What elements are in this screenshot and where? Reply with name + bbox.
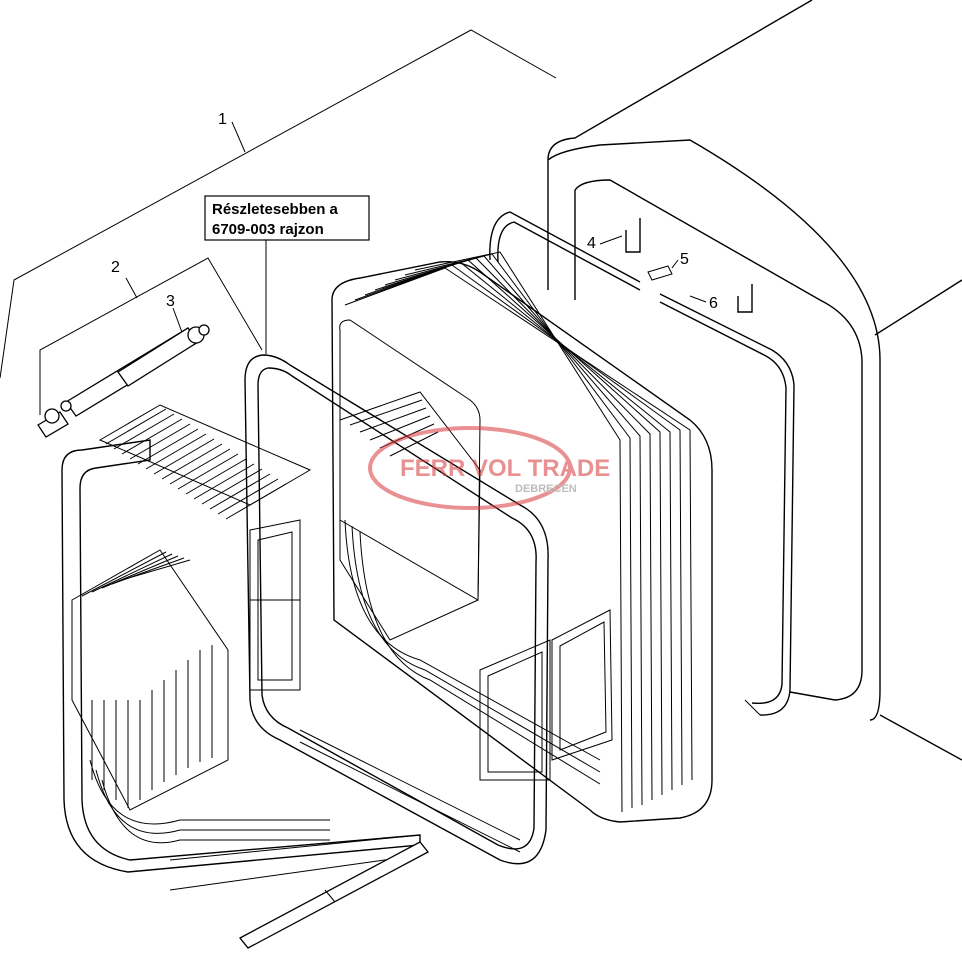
callout-6-group: 6 xyxy=(689,295,718,312)
clip-6 xyxy=(737,284,753,313)
callout-1-group: 1 xyxy=(0,29,557,379)
reference-note-line1: Részletesebben a xyxy=(212,201,339,218)
gas-strut xyxy=(37,324,210,438)
callout-2-group: 2 xyxy=(39,257,263,415)
reference-note-line2: 6709-003 rajzon xyxy=(212,221,324,238)
middle-frame xyxy=(244,354,549,865)
callout-1-label: 1 xyxy=(218,111,227,128)
callout-5-group: 5 xyxy=(671,251,689,269)
right-bellows xyxy=(331,251,713,823)
callout-6-label: 6 xyxy=(709,295,718,312)
insert-5 xyxy=(647,265,673,281)
callout-2-label: 2 xyxy=(111,259,120,276)
bottom-mounting-strip xyxy=(239,841,429,949)
left-bellows-bottom-lines xyxy=(89,759,421,891)
left-bellows-top-slats xyxy=(98,404,312,520)
left-bellows xyxy=(61,404,421,891)
callout-2-bracket xyxy=(39,257,263,415)
callout-1-leader xyxy=(231,121,246,153)
callout-3-group: 3 xyxy=(166,293,184,336)
clip-4 xyxy=(625,218,641,253)
callout-4-group: 4 xyxy=(587,235,623,252)
callout-2-leader xyxy=(125,277,138,299)
watermark-brand: FERR VOL TRADE xyxy=(400,455,610,482)
seal-strip xyxy=(489,211,795,716)
watermark-swoosh xyxy=(368,426,572,510)
reference-note: Részletesebben a 6709-003 rajzon xyxy=(204,195,370,354)
callout-3-leader xyxy=(172,307,184,336)
watermark: FERR VOL TRADE DEBRECEN xyxy=(368,426,610,510)
callout-4-label: 4 xyxy=(587,235,596,252)
callout-3-label: 3 xyxy=(166,293,175,310)
rear-housing xyxy=(547,0,962,761)
left-bellows-inner-pleats xyxy=(71,549,229,811)
callout-1-bracket xyxy=(0,29,557,379)
callout-5-label: 5 xyxy=(680,251,689,268)
reference-note-box xyxy=(204,195,370,241)
watermark-city: DEBRECEN xyxy=(515,483,577,495)
